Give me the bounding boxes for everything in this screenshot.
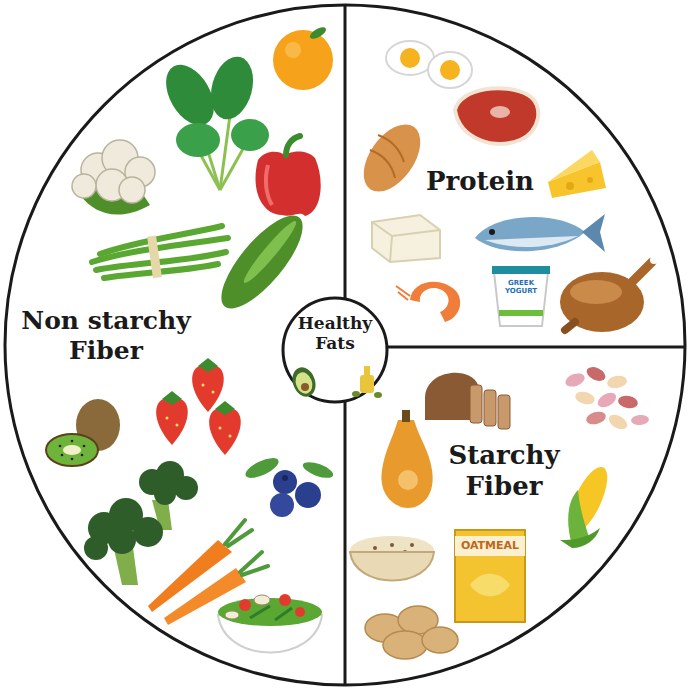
- package-text: GREEK YOGURT: [494, 280, 548, 295]
- food-group-label: Protein: [410, 166, 550, 197]
- center-circle-label: Healthy Fats: [283, 313, 387, 354]
- group-name: Non starchy Fiber: [6, 306, 206, 366]
- group-name: Healthy Fats: [283, 313, 387, 354]
- food-group-label: Non starchy Fiber: [6, 306, 206, 366]
- package-text: OATMEAL: [457, 540, 523, 552]
- group-name: Starchy Fiber: [428, 440, 580, 502]
- group-name: Protein: [410, 166, 550, 197]
- food-group-label: Starchy Fiber: [428, 440, 580, 502]
